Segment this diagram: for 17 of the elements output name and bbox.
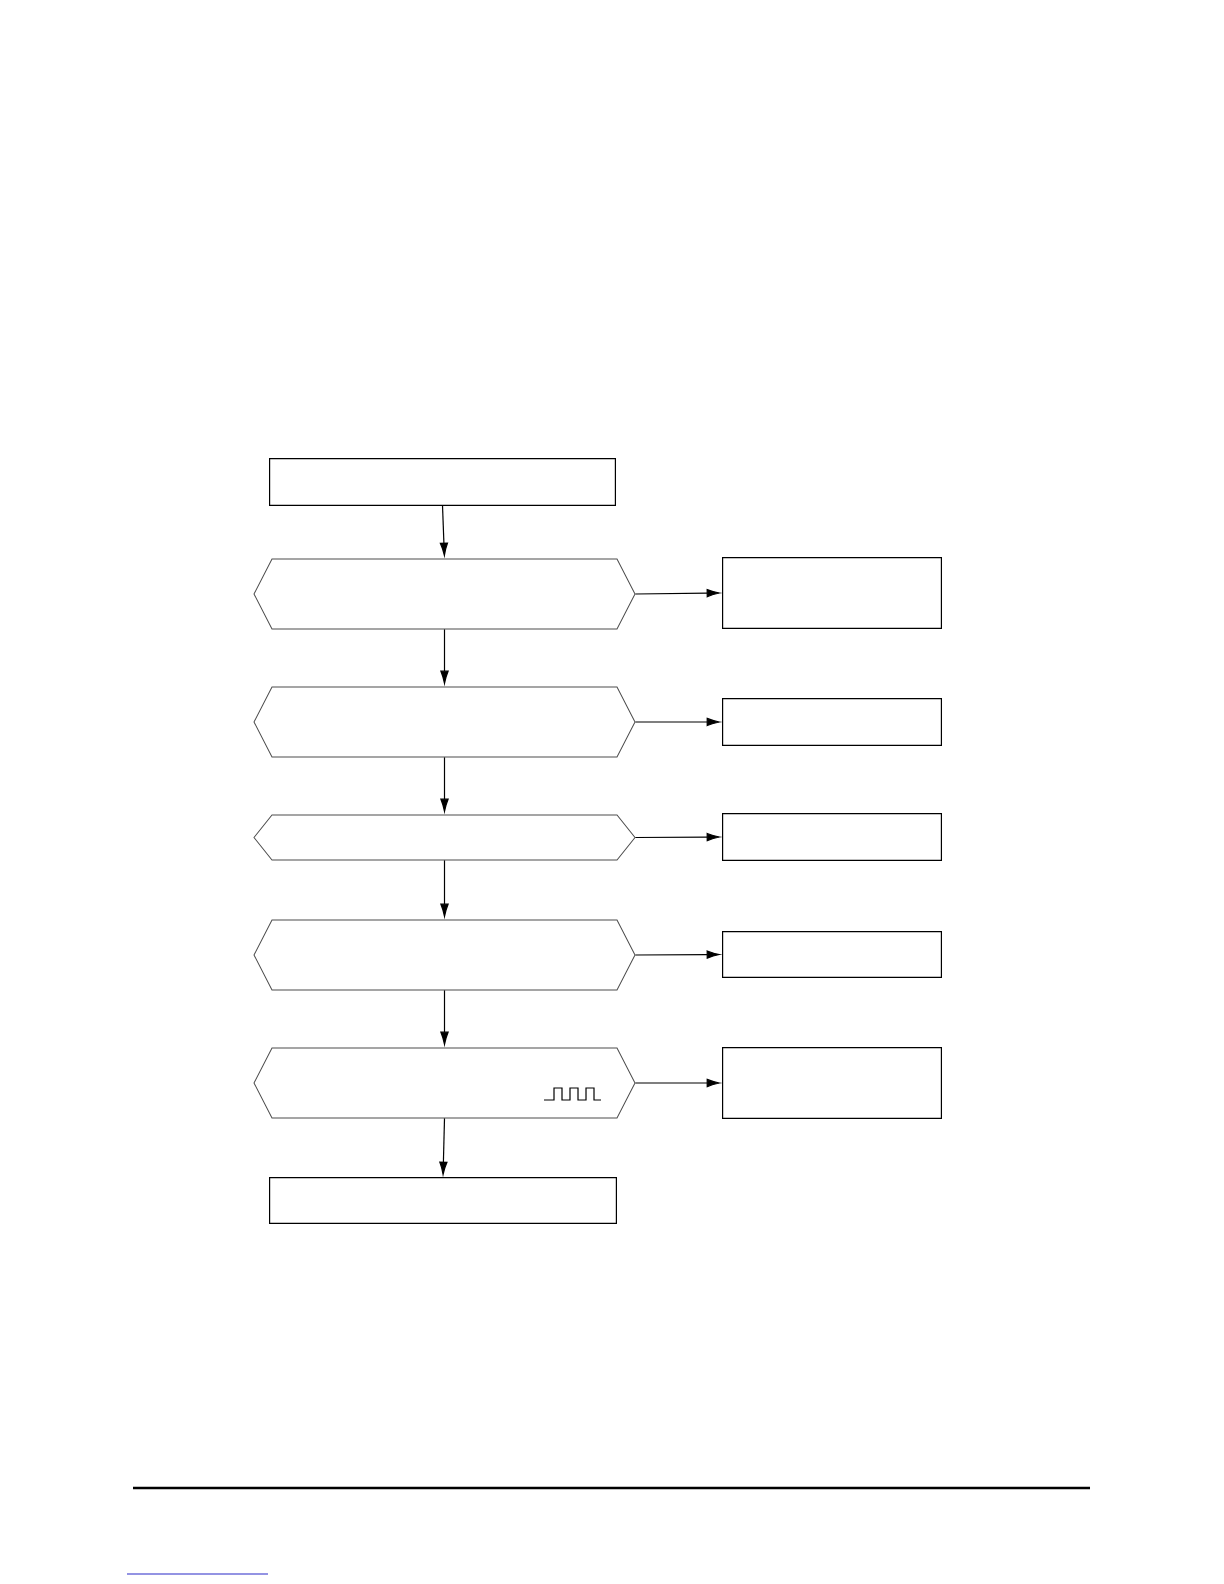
process-box <box>269 1177 617 1224</box>
process-box <box>269 457 616 506</box>
process-box <box>722 1047 942 1119</box>
process-box <box>722 813 942 861</box>
process-box <box>722 557 942 629</box>
arrow <box>439 1117 448 1175</box>
process-box <box>722 931 942 978</box>
arrow <box>634 589 720 598</box>
arrow <box>634 717 720 727</box>
hexagon-box <box>253 686 636 758</box>
process-box <box>722 698 942 746</box>
hexagon-box <box>253 558 636 630</box>
hexagon-box <box>253 919 636 991</box>
hexagon-box <box>253 1047 636 1119</box>
arrow <box>634 832 720 842</box>
hexagon-box <box>253 814 636 861</box>
arrow <box>634 1078 720 1088</box>
